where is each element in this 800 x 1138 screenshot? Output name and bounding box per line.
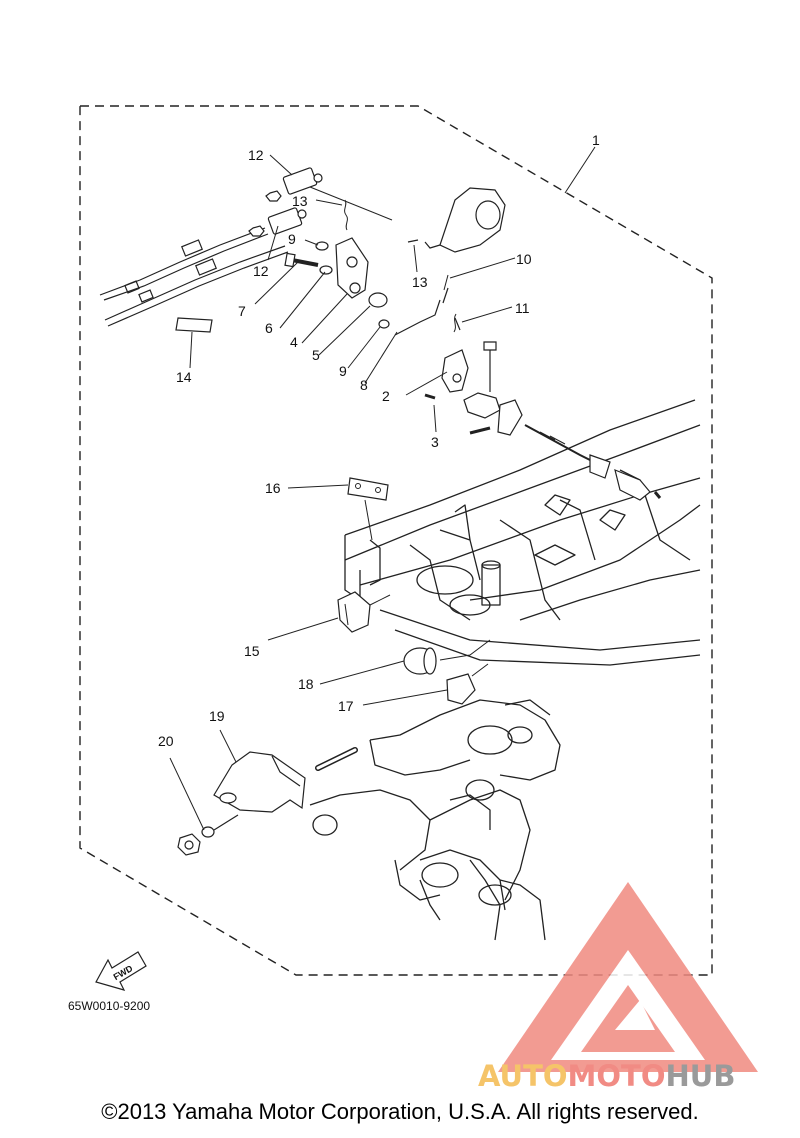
callout-12-lower: 12: [253, 263, 269, 279]
callout-7: 7: [238, 303, 246, 319]
callout-8: 8: [360, 377, 368, 393]
leader-lines: [169, 146, 596, 831]
callout-4: 4: [290, 334, 298, 350]
callout-14: 14: [176, 369, 192, 385]
nut-and-washer: [177, 814, 239, 856]
decal-plate: [175, 317, 213, 333]
callout-20: 20: [158, 733, 174, 749]
bottom-cowling-frame: [344, 399, 701, 666]
callout-17: 17: [338, 698, 354, 714]
callout-9-lower: 9: [339, 363, 347, 379]
throttle-cam: [407, 187, 506, 253]
callout-labels: 1 2 3 4 5 6 7 8 9 9 10 11 12 12 13 13 14…: [158, 132, 600, 749]
swivel-bracket: [309, 699, 561, 941]
callout-19: 19: [209, 708, 225, 724]
wordmark-moto: MOTO: [568, 1059, 666, 1093]
fwd-arrow-icon: FWD: [95, 951, 147, 991]
small-clips: [344, 199, 457, 333]
throttle-shift-cables: [99, 227, 289, 327]
callout-10: 10: [516, 251, 532, 267]
callout-12-upper: 12: [248, 147, 264, 163]
automotohub-logo: [498, 882, 758, 1072]
mount-bracket: [213, 747, 358, 813]
assembly-boundary: [79, 105, 713, 976]
callout-11: 11: [515, 300, 530, 316]
callout-1: 1: [592, 132, 600, 148]
stopper: [446, 673, 476, 705]
callout-16: 16: [265, 480, 281, 496]
part-code: 65W0010-9200: [68, 999, 150, 1013]
damper-mount: [337, 591, 371, 633]
copyright-notice: ©2013 Yamaha Motor Corporation, U.S.A. A…: [101, 1099, 699, 1124]
callout-2: 2: [382, 388, 390, 404]
callout-13-upper: 13: [292, 193, 308, 209]
callout-15: 15: [244, 643, 260, 659]
automotohub-wordmark: AUTOMOTOHUB: [478, 1059, 735, 1093]
cable-joints: [248, 167, 323, 237]
rubber-block: [347, 477, 389, 501]
callout-5: 5: [312, 347, 320, 363]
callout-6: 6: [265, 320, 273, 336]
lever-assembly: [284, 237, 662, 501]
callout-9-upper: 9: [288, 231, 296, 247]
wordmark-auto: AUTO: [478, 1059, 568, 1093]
callout-3: 3: [431, 434, 439, 450]
wordmark-hub: HUB: [666, 1059, 736, 1093]
grommet: [403, 647, 437, 675]
callout-18: 18: [298, 676, 314, 692]
callout-13-lower: 13: [412, 274, 428, 290]
